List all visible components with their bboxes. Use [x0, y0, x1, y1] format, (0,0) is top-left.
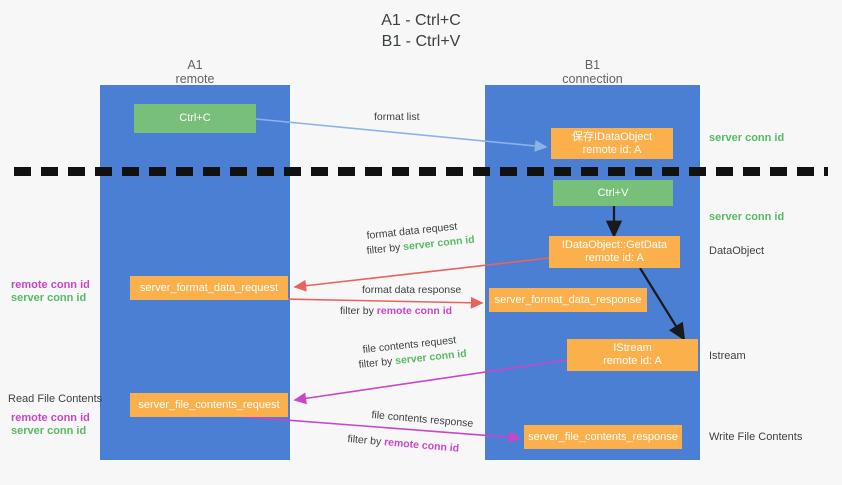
box-server-file-contents-response[interactable]: server_file_contents_response	[524, 425, 682, 449]
box-ctrl-c[interactable]: Ctrl+C	[134, 104, 256, 133]
box-server-format-data-response[interactable]: server_format_data_response	[489, 288, 647, 312]
box-getdata-line2: remote id: A	[585, 252, 644, 264]
edge-label-format-data-response: format data response	[362, 284, 462, 296]
arrow-format-list	[255, 118, 548, 152]
label-remote-conn-id-2: remote conn id	[11, 412, 90, 424]
edge-label-format-list: format list	[374, 111, 420, 123]
label-read-file-contents: Read File Contents	[8, 393, 103, 405]
box-ctrl-v-label: Ctrl+V	[597, 186, 629, 199]
lane-b1-name: B1	[584, 58, 601, 72]
box-server-format-data-response-label: server_format_data_response	[494, 293, 642, 306]
dashed-divider	[14, 167, 828, 176]
filter-key-remote-conn-id-1: remote conn id	[376, 305, 453, 317]
filter-prefix-2: filter by	[340, 305, 377, 317]
title-line-2: B1 - Ctrl+V	[381, 33, 461, 50]
box-ctrl-v[interactable]: Ctrl+V	[553, 180, 673, 206]
label-server-conn-id-1: server conn id	[11, 292, 87, 304]
title-line-1: A1 - Ctrl+C	[381, 12, 461, 29]
box-getdata-line1: IDataObject::GetData	[561, 239, 668, 251]
lane-b1-sub: connection	[562, 72, 623, 86]
edge-label-format-data-response-filter: filter by remote conn id	[340, 305, 452, 318]
label-write-file-contents: Write File Contents	[709, 431, 803, 443]
arrow-getdata-to-istream	[639, 267, 686, 341]
filter-prefix-3: filter by	[358, 355, 396, 371]
label-server-conn-id-mid: server conn id	[709, 211, 785, 223]
label-remote-conn-id-1: remote conn id	[11, 279, 90, 291]
label-server-conn-id-2: server conn id	[11, 425, 87, 437]
arrow-format-data-request	[293, 257, 550, 292]
box-server-file-contents-request-label: server_file_contents_request	[138, 398, 280, 411]
box-istream-line1: IStream	[613, 342, 652, 354]
box-ctrl-c-label: Ctrl+C	[179, 112, 211, 124]
lane-b1-header: B1 connection	[485, 58, 700, 86]
label-dataobject: DataObject	[709, 245, 765, 257]
box-save-idataobject-line1: 保存IDataObject	[571, 130, 653, 143]
arrow-file-contents-request	[293, 359, 568, 405]
box-idataobject-getdata[interactable]: IDataObject::GetData remote id: A	[549, 236, 680, 268]
lane-a1-name: A1	[187, 58, 203, 72]
box-save-idataobject[interactable]: 保存IDataObject remote id: A	[551, 128, 673, 159]
box-save-idataobject-line2: remote id: A	[582, 143, 642, 156]
label-istream: Istream	[709, 350, 746, 362]
lane-a1-header: A1 remote	[100, 58, 290, 86]
box-istream[interactable]: IStream remote id: A	[567, 339, 698, 371]
box-server-file-contents-response-label: server_file_contents_response	[528, 430, 678, 443]
filter-prefix-1: filter by	[366, 241, 404, 257]
diagram-title: A1 - Ctrl+C B1 - Ctrl+V	[0, 10, 842, 52]
filter-prefix-4: filter by	[346, 433, 385, 449]
box-istream-line2: remote id: A	[603, 355, 662, 367]
label-server-conn-id-top: server conn id	[709, 132, 785, 144]
box-server-file-contents-request[interactable]: server_file_contents_request	[130, 393, 288, 417]
box-server-format-data-request[interactable]: server_format_data_request	[130, 276, 288, 300]
lane-a1-sub: remote	[175, 72, 215, 86]
box-server-format-data-request-label: server_format_data_request	[139, 281, 279, 294]
